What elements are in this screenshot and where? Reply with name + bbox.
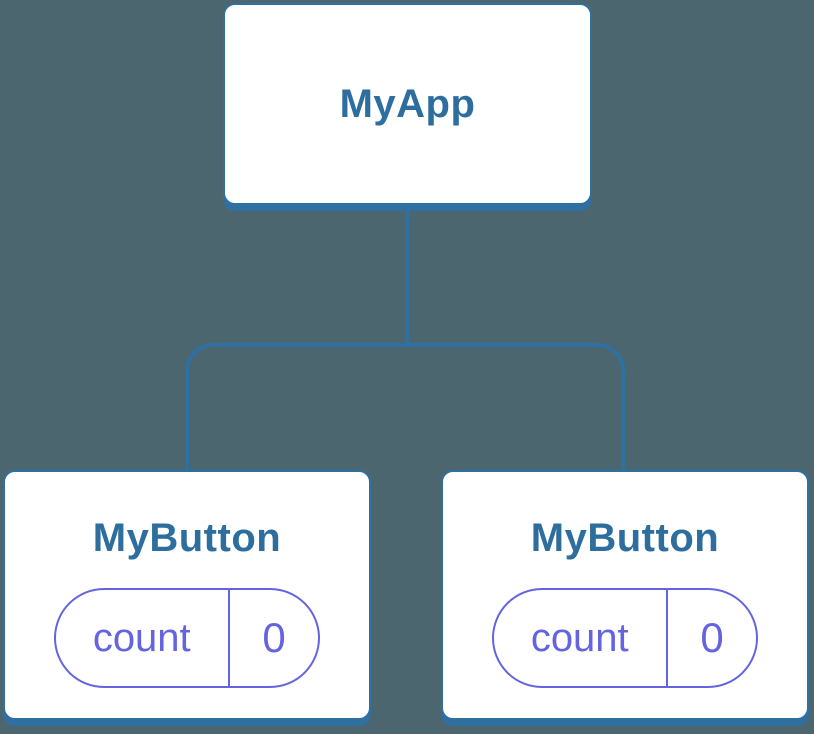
node-title: MyApp [339, 82, 476, 126]
state-pill: count 0 [54, 588, 320, 688]
node-mybutton-right: MyButton count 0 [441, 470, 809, 720]
state-pill: count 0 [492, 588, 758, 688]
state-divider [227, 590, 230, 686]
node-title: MyButton [530, 516, 720, 560]
state-value: 0 [262, 614, 286, 661]
node-title: MyButton [92, 516, 282, 560]
state-key: count [92, 615, 191, 660]
connector-stem [405, 206, 409, 347]
node-mybutton-left: MyButton count 0 [3, 470, 371, 720]
state-divider [665, 590, 668, 686]
state-value: 0 [700, 614, 724, 661]
state-key: count [530, 615, 629, 660]
node-myapp: MyApp [223, 3, 592, 205]
connector-bracket [185, 343, 625, 470]
